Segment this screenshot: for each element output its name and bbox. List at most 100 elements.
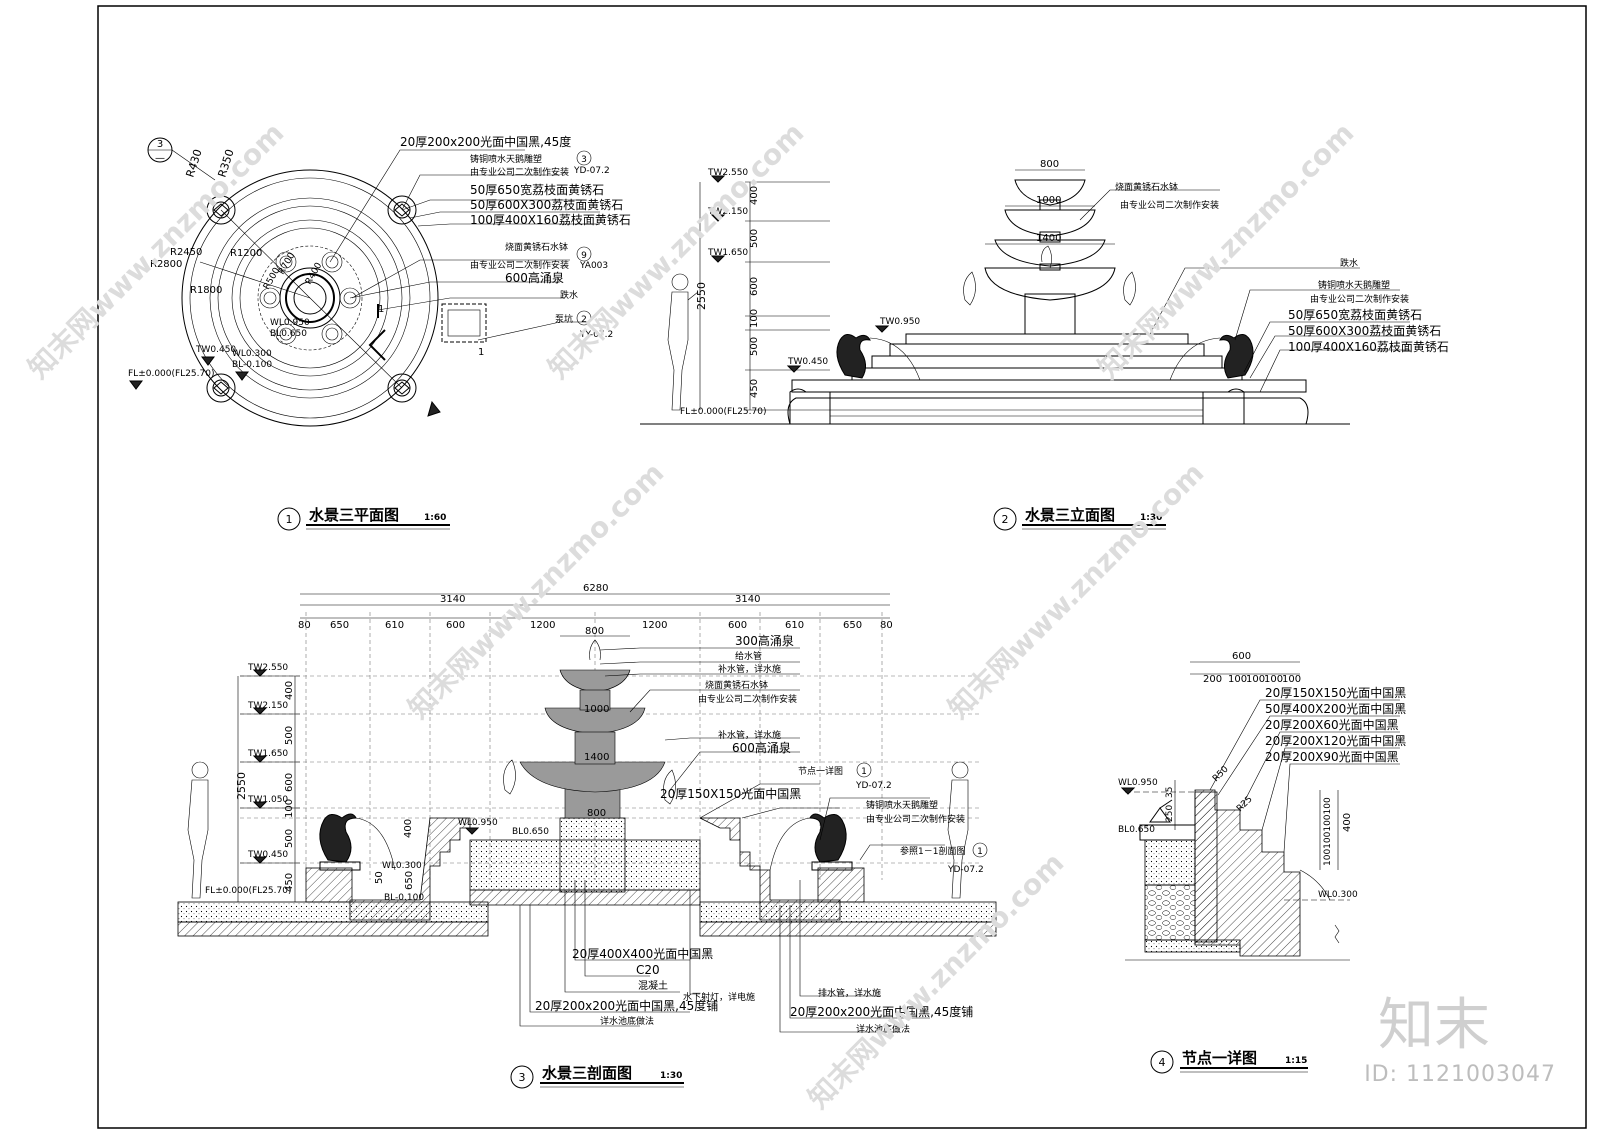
section-fl: FL±0.000(FL25.70) [205,886,291,896]
section-scale: 1:30 [660,1071,682,1081]
detail-title: 节点一详图 [1182,1049,1257,1067]
elev-d100: 100 [749,309,760,328]
section-w800: 800 [585,626,604,637]
section-node: 节点一详图 [798,765,843,777]
section-tile150: 20厚150X150光面中国黑 [660,786,801,801]
section-ref-sect: 参照1－1剖面图 [900,845,965,857]
plan-label-bowl: 烧面黄锈石水钵 [505,241,568,253]
section-d500b: 500 [284,829,295,848]
section-bowl: 烧面黄锈石水钵 [705,679,768,691]
plan-jets [259,251,361,345]
detail-scale: 1:15 [1285,1056,1307,1066]
section-makeup: 补水管，详水施 [718,663,781,675]
watermark-layer: 知末网www.znzmo.com 知末网www.znzmo.com 知末网www… [22,116,1361,1115]
elevation-person [667,273,699,411]
detail-wl950: WL0.950 [1118,778,1158,788]
detail-seg: 100 [1264,674,1283,685]
detail-bl650: BL0.650 [1118,825,1155,835]
section-w1000: 1000 [584,704,609,715]
elev-bowl: 烧面黄锈石水钵 [1115,181,1178,193]
plan-label-wl950: WL0.950 [270,318,310,328]
detail-stack: 100100100100 [1323,797,1333,866]
plan-label-wl300: WL0.300 [232,349,272,359]
section-supply: 给水管 [735,650,762,662]
sheet-border [97,5,1587,1129]
elev-d500b: 500 [749,337,760,356]
detail-seg: 100 [1228,674,1247,685]
section-w800b: 800 [587,808,606,819]
section-dim-segments: 80 650 610 600 1200 1200 600 610 650 80 [298,620,893,631]
plan-label-pump-ref2: YY-07.2 [579,330,613,340]
detail-l4: 20厚200X120光面中国黑 [1265,733,1406,748]
plan-label-fl: FL±0.000(FL25.70) [128,369,214,379]
detail-d400: 400 [1342,813,1353,832]
detail-d35: 35 [1165,787,1175,798]
section-w1400: 1400 [584,752,609,763]
plan-label-r2450: R2450 [170,247,202,258]
section-wl300: WL0.300 [382,861,422,871]
plan-label-pump-ref: 2 [581,315,587,325]
plan-label-swan-ref2: YD-07.2 [573,166,610,176]
section-person-right [947,761,969,899]
section-seg: 80 [298,620,311,631]
brand-logo: 知末 [1378,993,1490,1058]
elev-tw1650: TW1.650 [707,248,748,258]
plan-label-pump: 泵坑 [555,313,573,325]
section-light: 水下射灯，详电施 [683,991,755,1003]
section-d500: 500 [284,726,295,745]
section-ref-sect-ref: 1 [977,847,983,857]
elev-swan-note: 由专业公司二次制作安装 [1310,293,1409,305]
plan-label-wall400: 100厚400X160荔枝面黄锈石 [470,212,631,227]
section-bowl-note: 由专业公司二次制作安装 [698,693,797,705]
section-tw1650: TW1.650 [247,749,288,759]
image-id: ID: 1121003047 [1364,1062,1556,1087]
detail-d250: 250 [1165,805,1175,822]
section-dim-half-r: 3140 [735,594,760,605]
plan-label-swan-ref: 3 [581,155,587,165]
section-pool-base: 详水池底做法 [600,1015,654,1027]
section-seg: 650 [843,620,862,631]
plan-scale: 1:60 [424,513,446,523]
section-seg: 80 [880,620,893,631]
elev-d600: 600 [749,277,760,296]
plan-label-overflow: 跌水 [560,289,578,301]
plan-label-swan: 铸铜喷水天鹅雕塑 [470,153,542,165]
plan-label-bowl-ref2: YA003 [579,261,608,271]
detail-w600: 600 [1232,651,1251,662]
detail-r50: R50 [1211,764,1231,784]
plan-label-sect-1b: 1 [378,304,384,315]
plan-section-mark: 3 [157,139,163,150]
section-d50: 50 [374,871,385,884]
section-jet300: 300高涌泉 [735,633,794,648]
elev-d500: 500 [749,229,760,248]
elev-w1000: 1000 [1036,195,1061,206]
elev-fl: FL±0.000(FL25.70) [680,407,766,417]
elev-w1400: 1400 [1036,233,1061,244]
section-wl950: WL0.950 [458,818,498,828]
section-seg: 1200 [530,620,555,631]
elevation-title: 水景三立面图 [1025,506,1115,524]
section-number: 3 [519,1071,526,1084]
plan-view: 3 — 20厚200x200光面中国黑,45度 铸铜喷水天鹅雕塑 3 YD-07… [128,134,631,531]
watermark-text: 知末网www.znzmo.com [402,456,671,725]
elev-tw2150: TW2.150 [707,207,748,217]
plan-label-sect-1: 1 [478,347,484,358]
section-node-ref2: YD-07.2 [855,781,892,791]
section-jet600: 600高涌泉 [732,740,791,755]
elev-d400: 400 [749,186,760,205]
plan-label-r430: R430 [183,148,204,179]
section-bl650: BL0.650 [512,827,549,837]
plan-label-r1800: R1800 [190,285,222,296]
plan-label-cap600: 50厚600X300荔枝面黄锈石 [470,197,623,212]
section-seg: 610 [385,620,404,631]
section-tw2150: TW2.150 [247,701,288,711]
elev-tw2550: TW2.550 [707,168,748,178]
section-person-left [187,761,209,899]
elev-tw450: TW0.450 [787,357,828,367]
section-seg: 610 [785,620,804,631]
plan-section-dash: — [155,153,165,164]
elevation-scale: 1:30 [1140,513,1162,523]
section-ref-sect-ref2: YD-07.2 [947,865,984,875]
detail-r25: R25 [1235,795,1255,815]
